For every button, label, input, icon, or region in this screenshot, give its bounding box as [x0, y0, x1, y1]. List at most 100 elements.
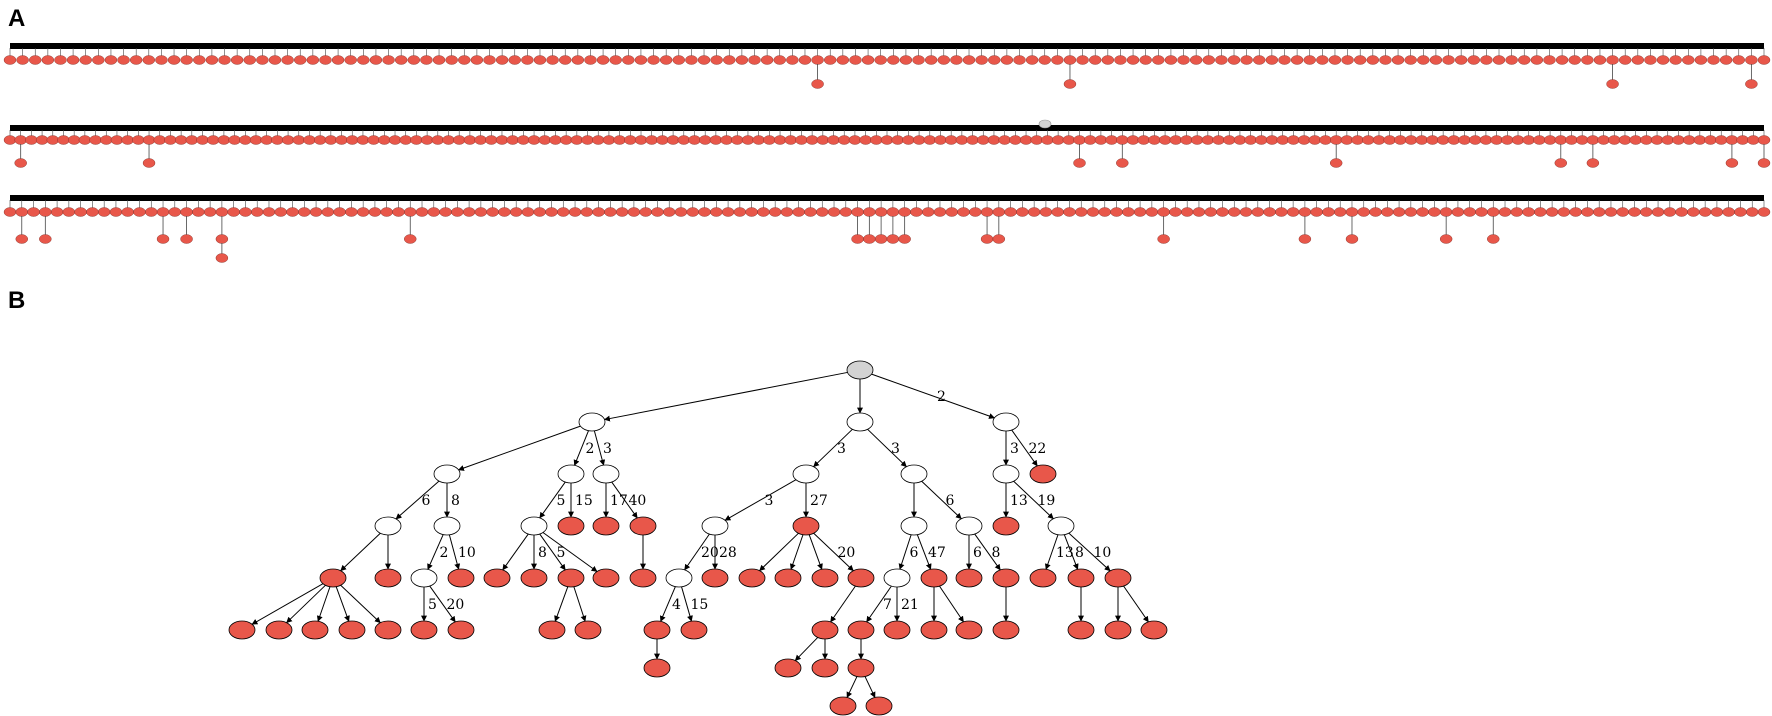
grandchild-node [1745, 79, 1758, 89]
child-node [104, 55, 118, 65]
child-node [571, 55, 585, 65]
edge-d4-d10 [759, 532, 799, 572]
child-node [407, 55, 420, 65]
grandchild-node [1073, 158, 1086, 168]
leaf-node-f10 [1140, 620, 1168, 640]
child-node [1719, 55, 1733, 65]
child-node [922, 207, 935, 217]
child-node [1492, 55, 1506, 65]
grandchild-node [14, 158, 27, 168]
child-node [86, 207, 99, 217]
grandchild-node [180, 234, 193, 244]
edge-fan-bar [10, 195, 1764, 201]
child-node [1530, 55, 1544, 65]
child-node [570, 135, 584, 145]
child-node [647, 55, 660, 65]
child-node [239, 135, 252, 145]
child-node [786, 55, 799, 65]
internal-node-d2 [900, 464, 928, 484]
child-node [686, 207, 699, 217]
child-node [1016, 207, 1029, 217]
child-node [752, 135, 765, 145]
child-node [1212, 135, 1225, 145]
grandchild-node [1554, 158, 1567, 168]
edge-e4-e11 [939, 585, 964, 623]
child-node [639, 207, 652, 217]
child-node [260, 135, 273, 145]
child-node [218, 55, 231, 65]
child-node [1019, 135, 1033, 145]
child-node [1041, 135, 1054, 145]
child-node [663, 207, 676, 217]
child-node [557, 207, 570, 217]
child-node [1233, 135, 1247, 145]
child-node [1722, 207, 1735, 217]
child-node [92, 55, 105, 65]
child-node [50, 207, 64, 217]
child-node [262, 207, 276, 217]
child-node [369, 55, 383, 65]
child-node [549, 135, 562, 145]
edge-d3-d5 [684, 533, 710, 571]
child-node [1240, 55, 1253, 65]
child-node [196, 135, 209, 145]
internal-node-a2 [557, 464, 585, 484]
child-node [1439, 207, 1453, 217]
child-node [1073, 135, 1086, 145]
child-node [1490, 135, 1503, 145]
edge-label-f5: 13 [1056, 545, 1074, 561]
leaf-node-a10 [301, 620, 329, 640]
edge-label-b2: 15 [575, 493, 593, 509]
child-node [757, 207, 770, 217]
child-node [538, 135, 551, 145]
child-node [1533, 135, 1546, 145]
child-node [1698, 207, 1712, 217]
child-node [303, 135, 316, 145]
child-node [998, 135, 1011, 145]
panel-a-flat-trees [3, 43, 1771, 263]
grandchild-node [1116, 158, 1129, 168]
child-node [1429, 55, 1443, 65]
child-node [634, 135, 648, 145]
child-node [1757, 207, 1771, 217]
child-node [1736, 135, 1749, 145]
child-node [89, 135, 102, 145]
child-node [292, 135, 305, 145]
child-node [215, 207, 229, 217]
child-node [1027, 207, 1041, 217]
leaf-node-a16 [447, 620, 475, 640]
child-node [1009, 135, 1022, 145]
child-node [185, 135, 199, 145]
child-node [870, 135, 883, 145]
child-node [1316, 55, 1329, 65]
grandchild-node [1298, 234, 1312, 244]
child-node [1426, 135, 1439, 145]
child-node [1157, 207, 1170, 217]
child-node [1710, 207, 1724, 217]
leaf-node-f2 [1029, 464, 1057, 484]
child-node [100, 135, 113, 145]
leaf-node-b4 [520, 568, 548, 588]
leaf-node-b7 [538, 620, 566, 640]
edge-a13-a16 [429, 585, 456, 623]
edge-f4-f5 [1044, 534, 1059, 570]
edge-a4-a6 [340, 532, 381, 572]
child-node [394, 55, 408, 65]
child-node [66, 55, 80, 65]
child-node [228, 135, 241, 145]
child-node [1216, 207, 1229, 217]
child-node [1498, 207, 1512, 217]
child-node [1475, 207, 1488, 217]
edge-label-f2: 22 [1029, 441, 1047, 457]
leaf-node-d11 [774, 568, 802, 588]
child-node [1366, 55, 1380, 65]
leaf-node-e12 [955, 568, 983, 588]
leaf-node-e5 [847, 620, 875, 640]
flat-tree-row-3 [3, 195, 1771, 263]
leaf-node-e11 [955, 620, 983, 640]
child-node [495, 55, 509, 65]
child-node [121, 135, 134, 145]
child-node [1545, 207, 1559, 217]
child-node [933, 207, 947, 217]
